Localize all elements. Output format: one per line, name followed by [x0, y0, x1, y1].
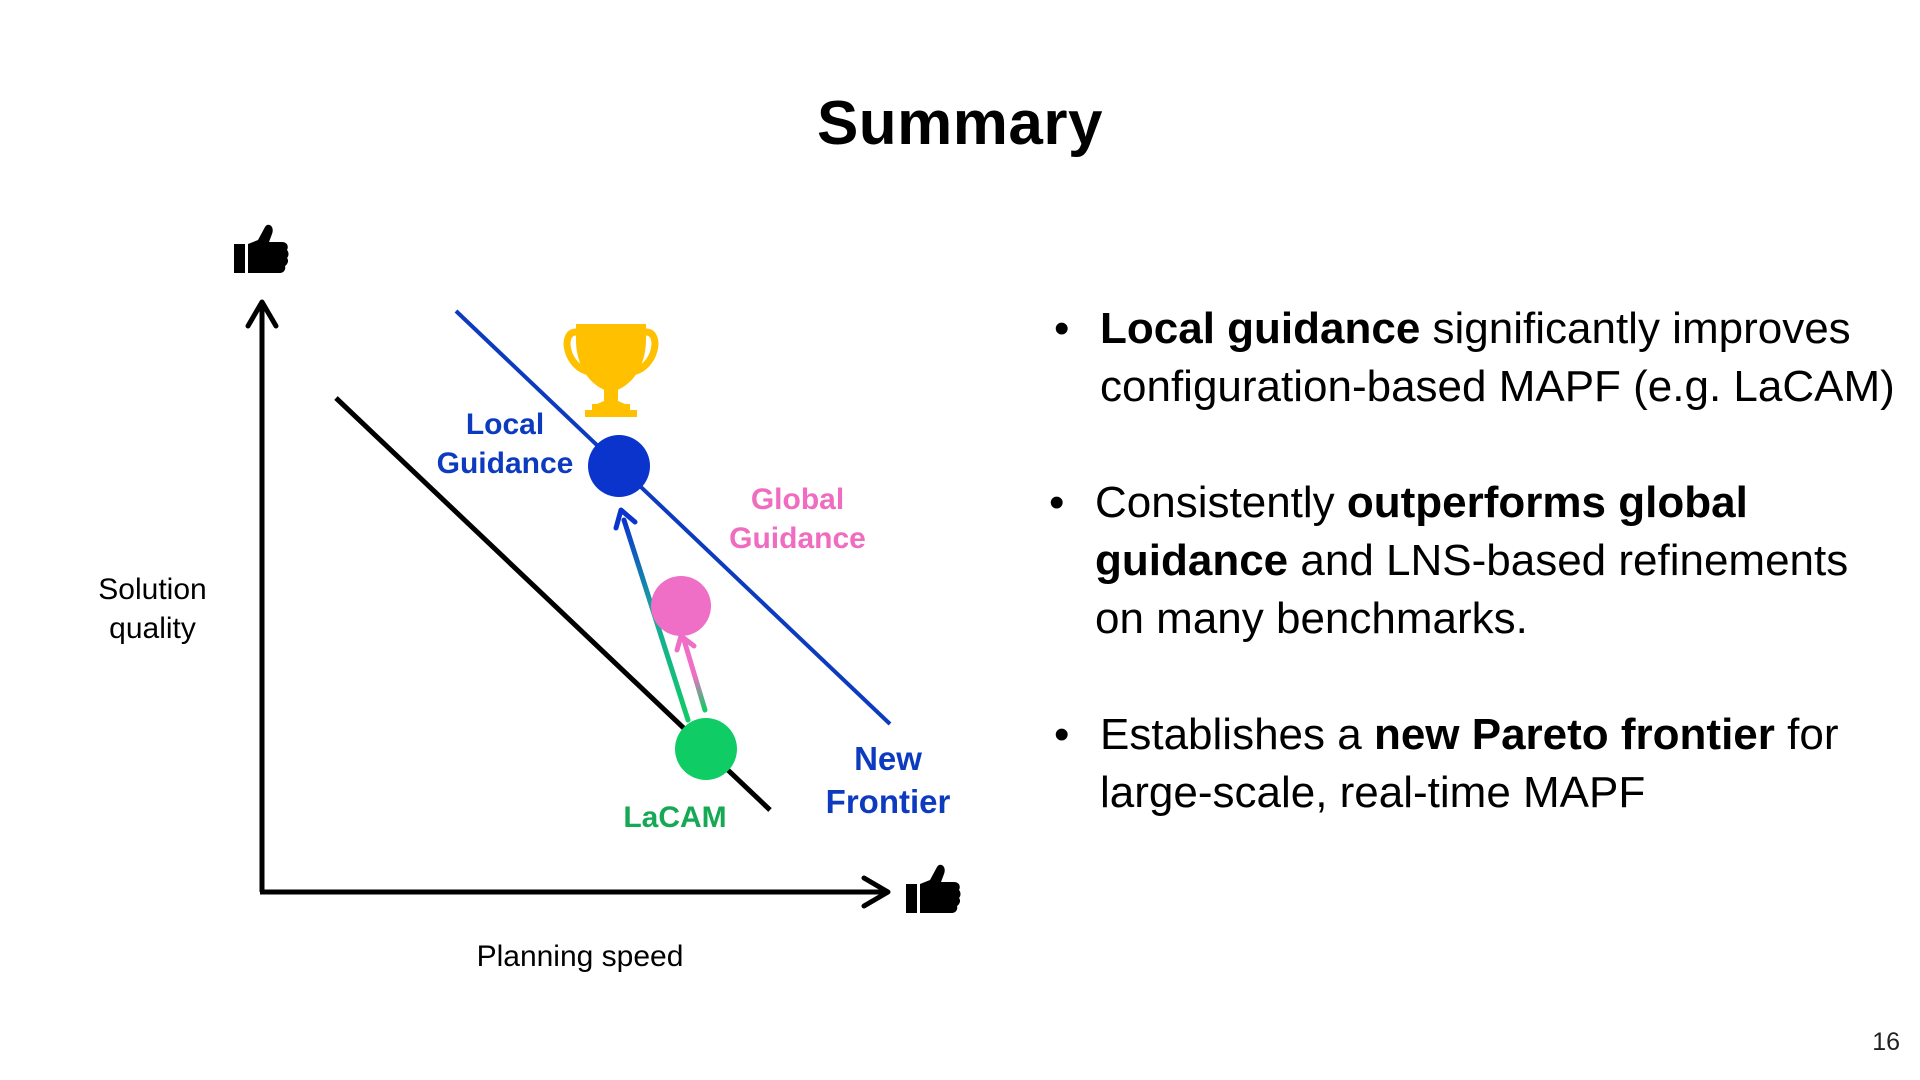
- bullet-text-bold: outperforms global guidance: [1095, 478, 1748, 585]
- bullet-item: • Establishes a new Pareto frontier for …: [1040, 706, 1895, 822]
- bullet-text-bold: Local guidance: [1100, 304, 1421, 353]
- new-frontier-line: [454, 309, 892, 726]
- bullet-dot-icon: •: [1054, 710, 1070, 759]
- global-guidance-label: Global Guidance: [729, 483, 866, 555]
- x-axis-thumbs-up-icon: [906, 864, 961, 913]
- bullet-dot-icon: •: [1054, 304, 1070, 353]
- local-guidance-label: Local Guidance: [436, 408, 574, 480]
- trophy-icon: [563, 324, 659, 417]
- bullet-text: and LNS-based refinements on many benchm…: [1095, 536, 1849, 643]
- lacam-point: [675, 718, 737, 780]
- y-axis-thumbs-up-icon: [234, 224, 289, 273]
- bullet-item: • Local guidance significantly improves …: [1040, 300, 1895, 416]
- new-frontier-label: New Frontier: [825, 740, 951, 820]
- y-axis: [245, 299, 279, 892]
- bullet-text-bold: new Pareto frontier: [1373, 710, 1775, 759]
- local-guidance-point: [588, 435, 650, 497]
- x-axis-label: Planning speed: [476, 940, 684, 973]
- lacam-label: LaCAM: [623, 801, 727, 834]
- slide-title: Summary: [816, 89, 1104, 158]
- bullet-text: Establishes a: [1100, 710, 1374, 759]
- y-axis-label: Solution quality: [98, 573, 207, 645]
- bullet-text: significantly improves configuration-bas…: [1100, 304, 1895, 411]
- bullet-text: Consistently: [1095, 478, 1347, 527]
- global-guidance-point: [651, 576, 711, 636]
- summary-bullet-list: • Local guidance significantly improves …: [1035, 300, 1895, 822]
- bullet-text: for large-scale, real-time MAPF: [1100, 710, 1839, 817]
- page-number: 16: [1872, 1028, 1900, 1056]
- x-axis: [260, 875, 891, 909]
- bullet-dot-icon: •: [1049, 478, 1065, 527]
- bullet-item: • Consistently outperforms global guidan…: [1035, 474, 1895, 648]
